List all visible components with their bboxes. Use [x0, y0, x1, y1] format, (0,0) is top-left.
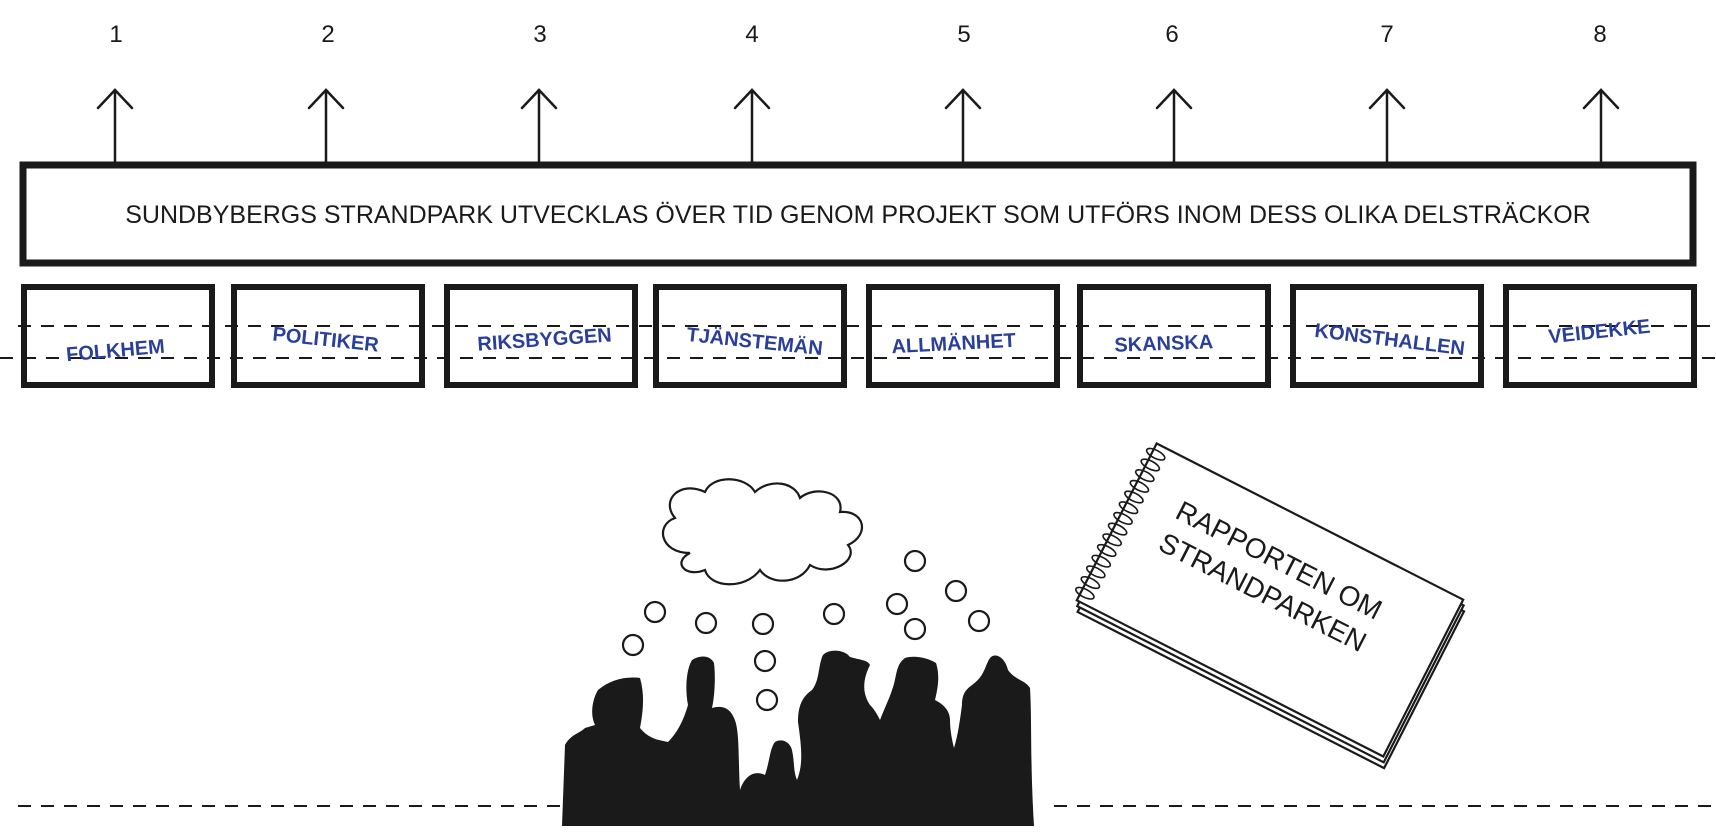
actor-box-1: [21, 284, 215, 388]
banner-text: SUNDBYBERGS STRANDPARK UTVECKLAS ÖVER TI…: [125, 201, 1591, 229]
thought-bubble: [751, 612, 775, 636]
thought-bubble: [643, 600, 667, 624]
notebook-cover: [1075, 442, 1465, 758]
up-arrow-icon-8: [1582, 88, 1620, 164]
thought-bubble: [755, 688, 779, 712]
thought-bubble: [967, 609, 991, 633]
up-arrow-icon-5: [944, 88, 982, 164]
actor-box-3: [444, 284, 638, 388]
up-arrow-icon-2: [307, 88, 345, 164]
thought-bubble: [694, 611, 718, 635]
thought-bubble: [822, 602, 846, 626]
up-arrow-icon-7: [1368, 88, 1406, 164]
thought-bubble: [944, 579, 968, 603]
actor-box-8: [1503, 284, 1697, 388]
actor-box-7: [1290, 284, 1484, 388]
up-arrow-icon-1: [96, 88, 134, 164]
thought-bubble: [903, 617, 927, 641]
up-arrow-icon-4: [733, 88, 771, 164]
up-arrow-icon-6: [1155, 88, 1193, 164]
step-number-3: 3: [533, 21, 546, 48]
thought-bubble: [621, 633, 645, 657]
up-arrows: [96, 88, 1620, 164]
thought-bubble: [885, 592, 909, 616]
dashed-timelines: [0, 325, 1716, 359]
step-number-4: 4: [745, 21, 758, 48]
thought-cloud-icon: [662, 478, 864, 586]
actor-box-2: [231, 284, 425, 388]
step-number-5: 5: [957, 21, 970, 48]
banner-frame: [19, 161, 1697, 267]
step-number-2: 2: [321, 21, 334, 48]
crowd-silhouette-icon: [562, 650, 1034, 826]
up-arrow-icon-3: [520, 88, 558, 164]
actor-box-4: [653, 284, 847, 388]
thought-cloud: [621, 478, 991, 712]
actor-box-6: [1077, 284, 1271, 388]
step-number-1: 1: [109, 21, 122, 48]
step-number-8: 8: [1593, 21, 1606, 48]
banner: SUNDBYBERGS STRANDPARK UTVECKLAS ÖVER TI…: [19, 161, 1697, 267]
thought-bubble: [753, 649, 777, 673]
step-numbers: 1 2 3 4 5 6 7 8: [109, 21, 1606, 48]
step-number-6: 6: [1165, 21, 1178, 48]
step-number-7: 7: [1380, 21, 1393, 48]
thought-bubble: [903, 549, 927, 573]
spiral-binding-icon: [1075, 447, 1166, 600]
actor-boxes: [21, 284, 1697, 388]
actor-label-skanska: SKANSKA: [1114, 331, 1214, 356]
report-notebook: RAPPORTEN OM STRANDPARKEN: [1075, 442, 1466, 770]
actor-box-5: [866, 284, 1060, 388]
